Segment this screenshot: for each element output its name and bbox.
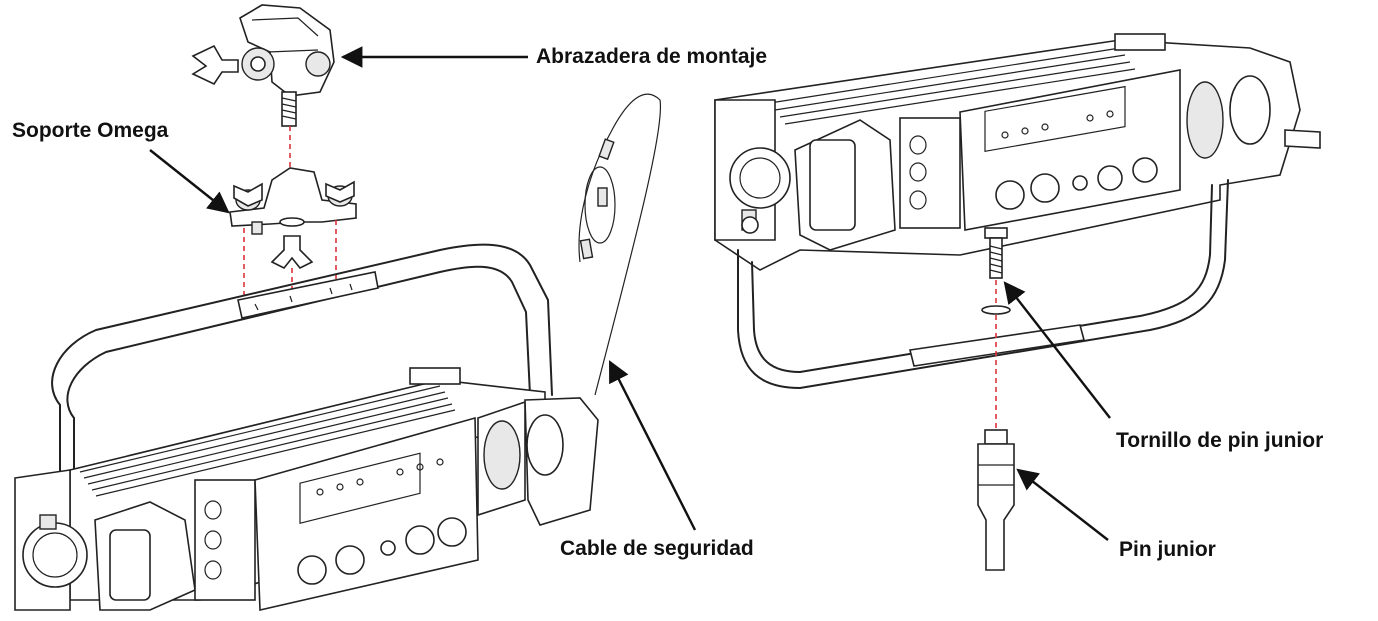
- arrow-safety: [608, 360, 697, 531]
- omega-bracket-icon: [229, 167, 357, 270]
- yoke-icon: [51, 243, 553, 561]
- screw-icon: [981, 227, 1011, 315]
- arrow-pin: [1016, 468, 1109, 541]
- label-safety-cable: Cable de seguridad: [560, 537, 754, 560]
- label-junior-pin: Pin junior: [1119, 538, 1216, 561]
- safety-cable-icon: [578, 93, 662, 396]
- arrow-screw: [1003, 281, 1111, 419]
- label-mounting-clamp: Abrazadera de montaje: [536, 45, 768, 68]
- fixture-left-icon: [14, 367, 599, 611]
- junior-pin-icon: [977, 429, 1015, 571]
- mounting-clamp-icon: [191, 4, 335, 127]
- arrow-omega: [149, 149, 230, 214]
- label-omega-bracket: Soporte Omega: [12, 119, 169, 142]
- fixture-right-icon: [714, 33, 1321, 271]
- yoke-right-icon: [737, 179, 1229, 389]
- label-junior-pin-screw: Tornillo de pin junior: [1116, 429, 1324, 452]
